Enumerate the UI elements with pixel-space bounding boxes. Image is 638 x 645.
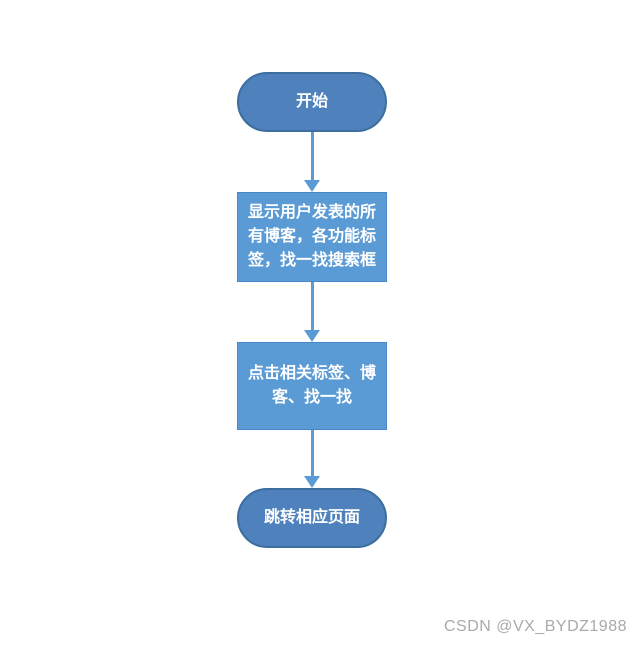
- node-click-tags-label: 点击相关标签、博客、找一找: [247, 365, 376, 406]
- arrow-line: [310, 132, 314, 180]
- arrow-head-icon: [304, 476, 320, 488]
- arrow-head-icon: [304, 180, 320, 192]
- flowchart-node-click-tags: 点击相关标签、博客、找一找: [237, 342, 387, 430]
- node-jump-page-label: 跳转相应页面: [263, 509, 360, 526]
- flowchart-node-start: 开始: [237, 72, 387, 132]
- arrow-head-icon: [304, 330, 320, 342]
- flow-arrow-start-to-show-blogs: [304, 132, 320, 192]
- arrow-line: [310, 430, 314, 476]
- flowchart-node-show-blogs: 显示用户发表的所有博客，各功能标签，找一找搜索框: [237, 192, 387, 282]
- node-start-label: 开始: [295, 93, 328, 110]
- flow-arrow-show-blogs-to-click-tags: [304, 282, 320, 342]
- watermark: CSDN @VX_BYDZ1988: [443, 618, 627, 635]
- flowchart-node-jump-page: 跳转相应页面: [237, 488, 387, 548]
- node-show-blogs-label: 显示用户发表的所有博客，各功能标签，找一找搜索框: [247, 204, 376, 269]
- flow-arrow-click-tags-to-jump-page: [304, 430, 320, 488]
- arrow-line: [310, 282, 314, 330]
